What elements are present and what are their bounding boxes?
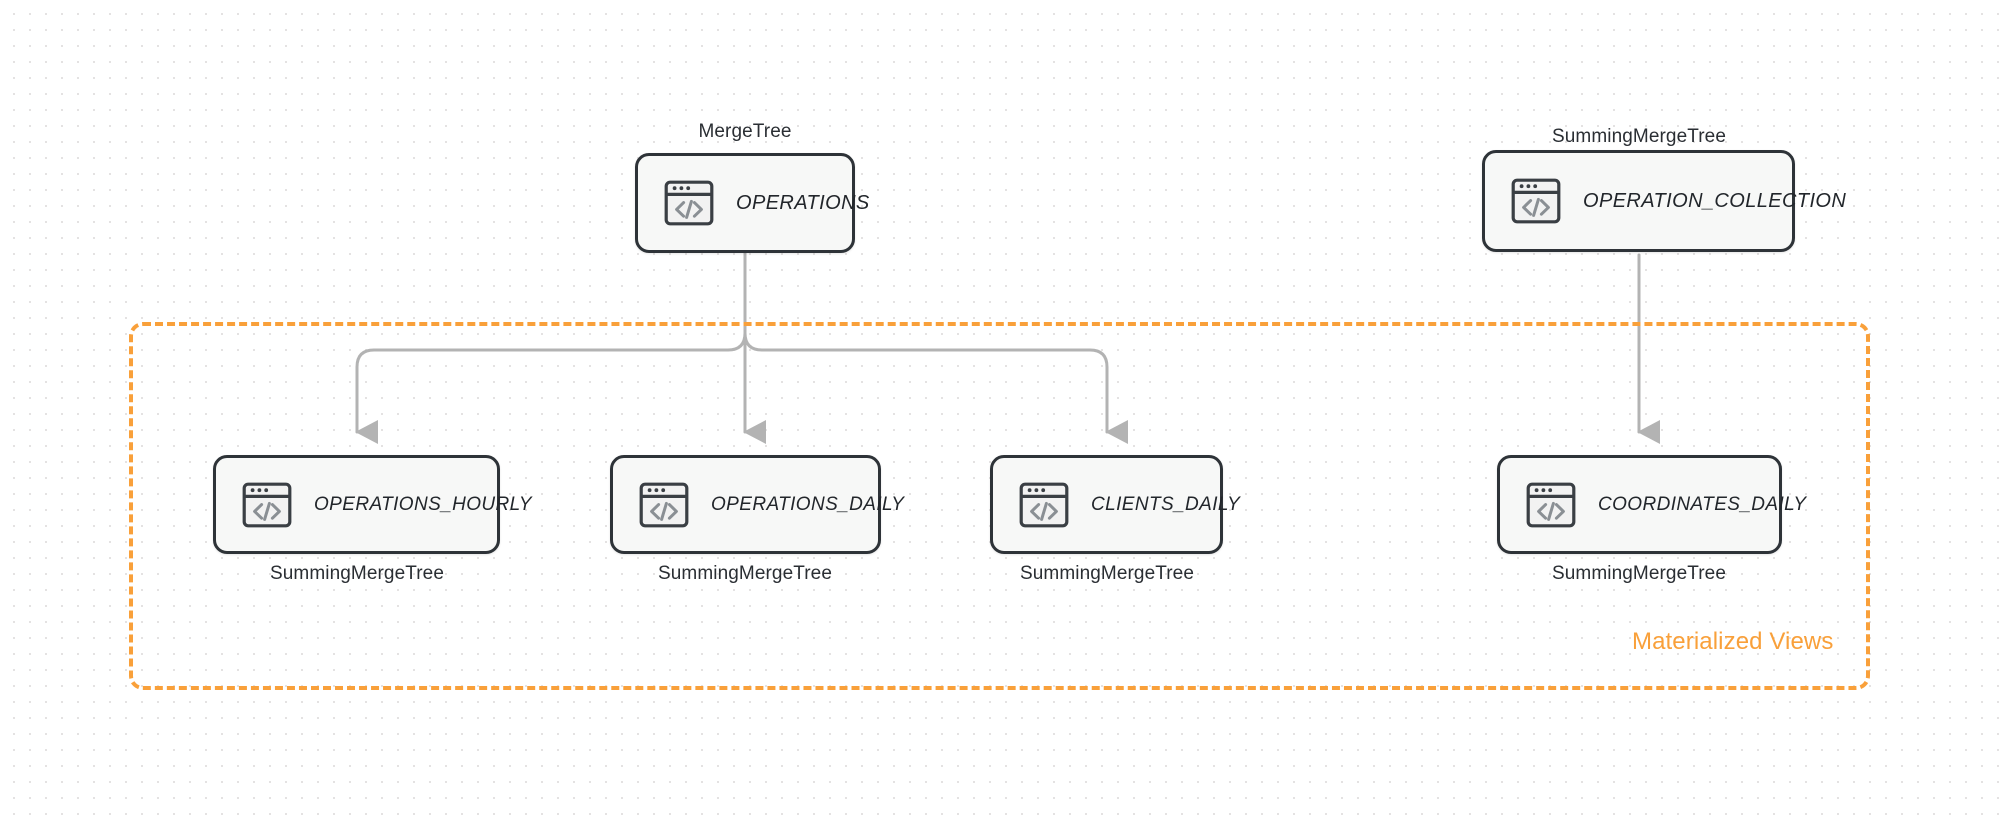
engine-label-clients-daily: SummingMergeTree bbox=[1019, 563, 1195, 584]
node-title-operations-daily: OPERATIONS_DAILY bbox=[711, 493, 905, 515]
engine-label-coordinates-daily: SummingMergeTree bbox=[1551, 563, 1727, 584]
node-title-operations: OPERATIONS bbox=[736, 191, 870, 214]
code-window-icon bbox=[1511, 178, 1561, 224]
engine-label-operations-daily: SummingMergeTree bbox=[657, 563, 833, 584]
node-operations-daily[interactable]: OPERATIONS_DAILY bbox=[610, 455, 904, 554]
engine-label-operations-hourly: SummingMergeTree bbox=[269, 563, 445, 584]
node-title-operation-collection: OPERATION_COLLECTION bbox=[1583, 189, 1847, 212]
node-operations-hourly[interactable]: OPERATIONS_HOURLY bbox=[213, 455, 532, 554]
node-operation-collection[interactable]: OPERATION_COLLECTION bbox=[1482, 150, 1846, 252]
materialized-views-group-label: Materialized Views bbox=[1632, 628, 1834, 655]
node-title-coordinates-daily: COORDINATES_DAILY bbox=[1598, 493, 1807, 515]
code-window-icon bbox=[242, 482, 292, 528]
code-window-icon bbox=[664, 180, 714, 226]
node-coordinates-daily[interactable]: COORDINATES_DAILY bbox=[1497, 455, 1806, 554]
node-title-operations-hourly: OPERATIONS_HOURLY bbox=[314, 493, 532, 515]
code-window-icon bbox=[1019, 482, 1069, 528]
node-clients-daily[interactable]: CLIENTS_DAILY bbox=[990, 455, 1240, 554]
node-title-clients-daily: CLIENTS_DAILY bbox=[1091, 493, 1241, 515]
engine-label-operations: MergeTree bbox=[698, 121, 792, 142]
materialized-views-group bbox=[129, 322, 1870, 690]
code-window-icon bbox=[639, 482, 689, 528]
engine-label-operation-collection: SummingMergeTree bbox=[1551, 126, 1727, 147]
code-window-icon bbox=[1526, 482, 1576, 528]
node-operations[interactable]: OPERATIONS bbox=[635, 153, 869, 253]
